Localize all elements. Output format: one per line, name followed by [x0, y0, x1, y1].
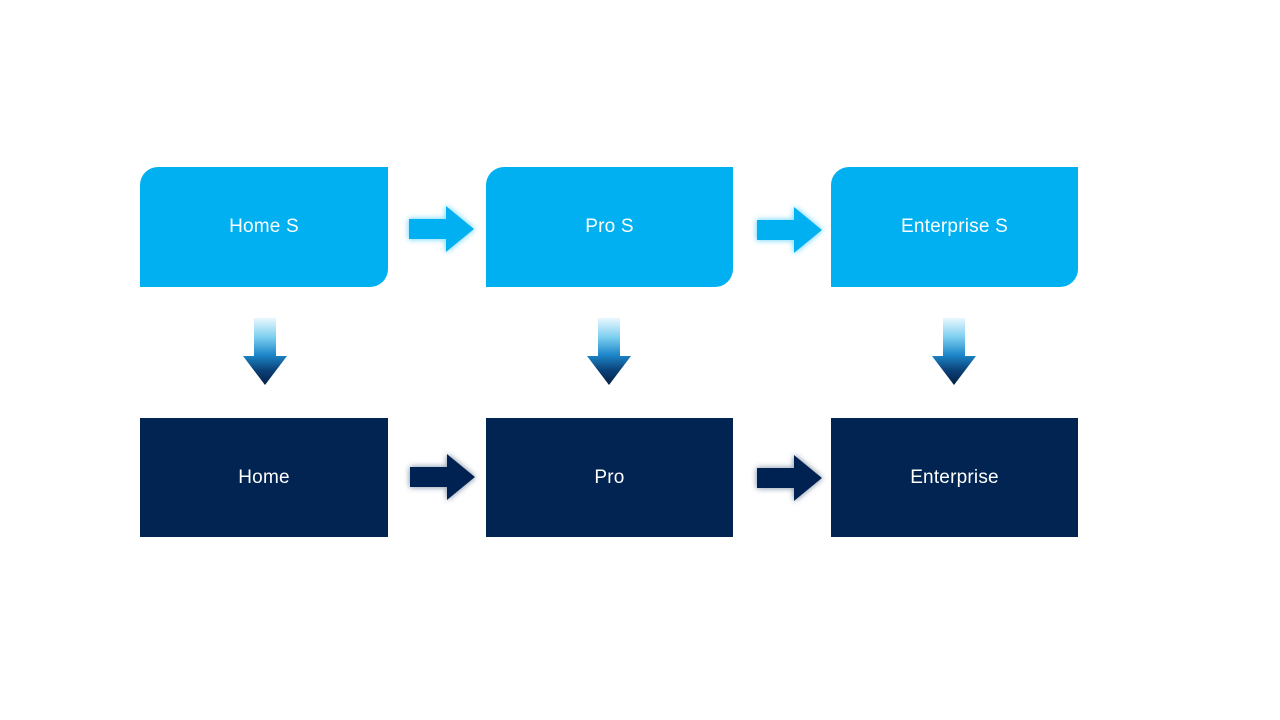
- arrow-right-icon: [409, 206, 474, 252]
- box-enterprise: Enterprise: [831, 418, 1078, 537]
- arrow-down-icon: [587, 318, 631, 385]
- arrow-down-icon: [932, 318, 976, 385]
- box-pro: Pro: [486, 418, 733, 537]
- box-home-s: Home S: [140, 167, 388, 287]
- box-pro-s-label: Pro S: [585, 216, 634, 237]
- box-home-label: Home: [238, 466, 290, 488]
- box-pro-label: Pro: [594, 466, 625, 488]
- box-enterprise-label: Enterprise: [910, 466, 999, 488]
- arrow-down-icon: [243, 318, 287, 385]
- box-enterprise-s-label: Enterprise S: [901, 216, 1008, 237]
- arrow-right-icon: [757, 207, 822, 253]
- arrow-right-icon: [757, 455, 822, 501]
- box-pro-s: Pro S: [486, 167, 733, 287]
- arrow-right-icon: [410, 454, 475, 500]
- box-enterprise-s: Enterprise S: [831, 167, 1078, 287]
- box-home-s-label: Home S: [229, 216, 299, 237]
- box-home: Home: [140, 418, 388, 537]
